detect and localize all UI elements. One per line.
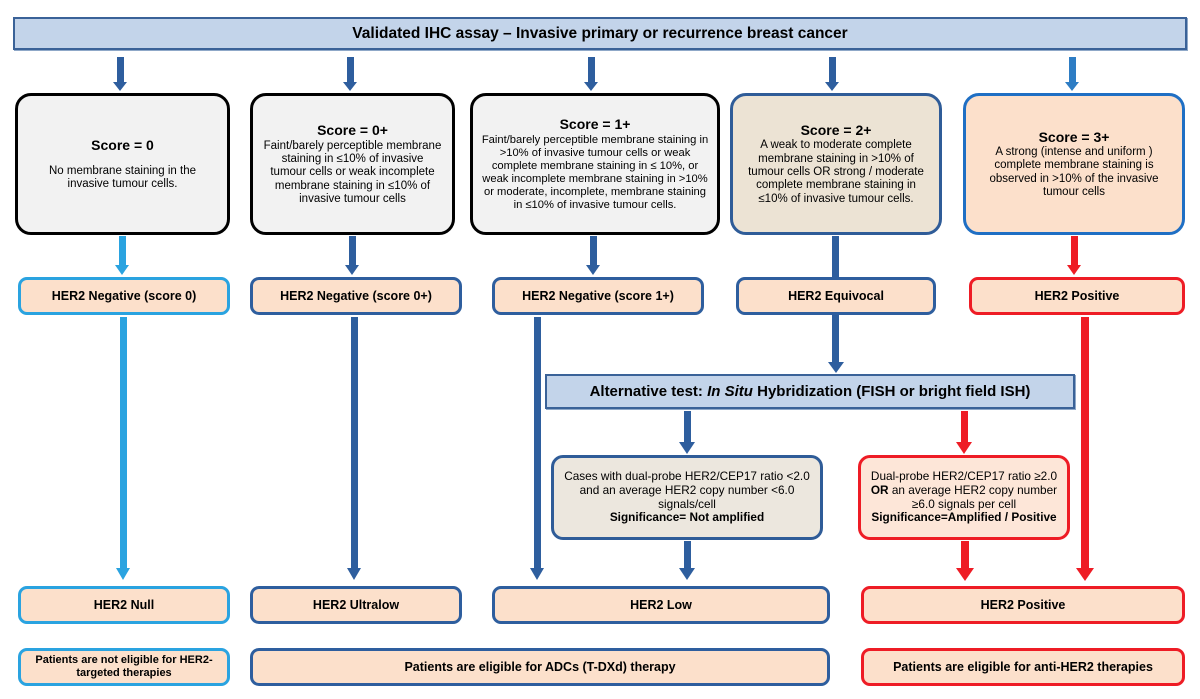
score-card-3plus-title: Score = 3+ [1038,128,1110,145]
arrow-shaft-banner-to-score3plus [1069,57,1076,83]
alternative-test-suffix: Hybridization (FISH or bright field ISH) [752,382,1031,400]
fish-amplified-body-part2: an average HER2 copy number ≥6.0 signals… [888,482,1058,511]
arrow-head-negative1plus-to-low [530,568,544,580]
status-her2-equivocal-label: HER2 Equivocal [788,288,884,303]
classification-her2-positive-label: HER2 Positive [980,597,1066,612]
fish-not-amplified-significance: Significance= Not amplified [609,510,765,525]
fish-amplified-body-or: OR [870,482,889,497]
arrow-head-score3plus-to-status [1067,265,1081,275]
arrow-head-banner-to-score3plus [1065,82,1079,91]
fish-result-not-amplified: Cases with dual-probe HER2/CEP17 ratio <… [551,455,823,540]
fish-result-amplified: Dual-probe HER2/CEP17 ratio ≥2.0 OR an a… [858,455,1070,540]
status-her2-negative-score0-label: HER2 Negative (score 0) [51,288,197,303]
therapy-anti-her2: Patients are eligible for anti-HER2 ther… [861,648,1185,686]
therapy-not-eligible: Patients are not eligible for HER2-targe… [18,648,230,686]
alternative-test-prefix: Alternative test: [589,382,708,400]
classification-her2-ultralow: HER2 Ultralow [250,586,462,624]
score-card-1plus-body: Faint/barely perceptible membrane staini… [481,133,709,211]
arrow-head-negative0plus-to-ultralow [347,568,361,580]
status-her2-negative-score0: HER2 Negative (score 0) [18,277,230,315]
arrow-shaft-score0-to-status [119,236,126,266]
arrow-shaft-score3plus-to-status [1071,236,1078,266]
arrow-head-score2plus-to-alttest [828,362,844,373]
status-her2-positive: HER2 Positive [969,277,1185,315]
therapy-not-eligible-label: Patients are not eligible for HER2-targe… [35,654,213,679]
score-card-3plus-body: A strong (intense and uniform ) complete… [989,145,1159,198]
status-her2-equivocal: HER2 Equivocal [736,277,936,315]
score-card-0-body: No membrane staining in the invasive tum… [48,164,197,191]
arrow-shaft-alttest-to-amplified [961,411,968,444]
arrow-head-banner-to-score0plus [343,82,357,91]
alternative-test-italic: In Situ [707,382,753,400]
arrow-head-negative0-to-null [116,568,130,580]
arrow-shaft-banner-to-score0plus [347,57,354,83]
header-title: Validated IHC assay – Invasive primary o… [352,24,848,42]
arrow-shaft-score1plus-to-status [590,236,597,266]
status-her2-negative-score0plus-label: HER2 Negative (score 0+) [280,288,432,303]
score-card-2plus-body: A weak to moderate complete membrane sta… [748,139,924,205]
score-card-3plus: Score = 3+ A strong (intense and uniform… [963,93,1185,235]
arrow-head-alttest-to-amplified [956,442,972,454]
arrow-shaft-alttest-to-notamplified [684,411,691,444]
classification-her2-ultralow-label: HER2 Ultralow [312,597,400,612]
classification-her2-positive: HER2 Positive [861,586,1185,624]
status-her2-negative-score1plus: HER2 Negative (score 1+) [492,277,704,315]
status-her2-negative-score0plus: HER2 Negative (score 0+) [250,277,462,315]
arrow-head-notamplified-to-low [679,568,695,580]
status-her2-positive-label: HER2 Positive [1034,288,1120,303]
arrow-shaft-negative0-to-null [120,317,127,570]
arrow-shaft-banner-to-score0 [117,57,124,83]
arrow-head-banner-to-score1plus [584,82,598,91]
arrow-shaft-amplified-to-positive [961,541,969,570]
fish-amplified-body-part1: Dual-probe HER2/CEP17 ratio ≥2.0 [870,469,1058,484]
score-card-1plus-title: Score = 1+ [559,116,631,133]
score-card-0: Score = 0 No membrane staining in the in… [15,93,230,235]
arrow-head-banner-to-score0 [113,82,127,91]
therapy-adc-tdxd-label: Patients are eligible for ADCs (T-DXd) t… [404,659,676,674]
score-card-1plus: Score = 1+ Faint/barely perceptible memb… [470,93,720,235]
arrow-head-score1plus-to-status [586,265,600,275]
score-card-2plus-title: Score = 2+ [800,122,872,139]
fish-not-amplified-body: Cases with dual-probe HER2/CEP17 ratio <… [564,469,810,511]
arrow-shaft-banner-to-score1plus [588,57,595,83]
arrow-head-alttest-to-notamplified [679,442,695,454]
alternative-test-label: Alternative test: In Situ Hybridization … [590,383,1031,400]
classification-her2-low: HER2 Low [492,586,830,624]
score-card-0plus: Score = 0+ Faint/barely perceptible memb… [250,93,455,235]
arrow-shaft-negative1plus-to-low [534,317,541,570]
score-card-2plus: Score = 2+ A weak to moderate complete m… [730,93,942,235]
therapy-adc-tdxd: Patients are eligible for ADCs (T-DXd) t… [250,648,830,686]
alternative-test-bar: Alternative test: In Situ Hybridization … [545,374,1075,409]
arrow-head-positive-to-positive [1076,568,1094,581]
arrow-shaft-positive-to-positive [1081,317,1089,570]
status-her2-negative-score1plus-label: HER2 Negative (score 1+) [522,288,674,303]
fish-amplified-significance: Significance=Amplified / Positive [871,510,1057,525]
arrow-shaft-banner-to-score2plus [829,57,836,83]
score-card-0-title: Score = 0 [91,136,154,153]
arrow-head-amplified-to-positive [956,568,974,581]
arrow-head-banner-to-score2plus [825,82,839,91]
score-card-0plus-body: Faint/barely perceptible membrane staini… [263,139,442,206]
arrow-head-score0plus-to-status [345,265,359,275]
score-card-0plus-title: Score = 0+ [317,121,388,138]
classification-her2-null-label: HER2 Null [93,597,155,612]
arrow-shaft-notamplified-to-low [684,541,691,570]
fish-amplified-body: Dual-probe HER2/CEP17 ratio ≥2.0 OR an a… [869,469,1059,511]
classification-her2-low-label: HER2 Low [630,597,692,612]
header-banner: Validated IHC assay – Invasive primary o… [13,17,1187,50]
arrow-shaft-negative0plus-to-ultralow [351,317,358,570]
arrow-head-score0-to-status [115,265,129,275]
arrow-shaft-score0plus-to-status [349,236,356,266]
classification-her2-null: HER2 Null [18,586,230,624]
therapy-anti-her2-label: Patients are eligible for anti-HER2 ther… [893,659,1153,674]
